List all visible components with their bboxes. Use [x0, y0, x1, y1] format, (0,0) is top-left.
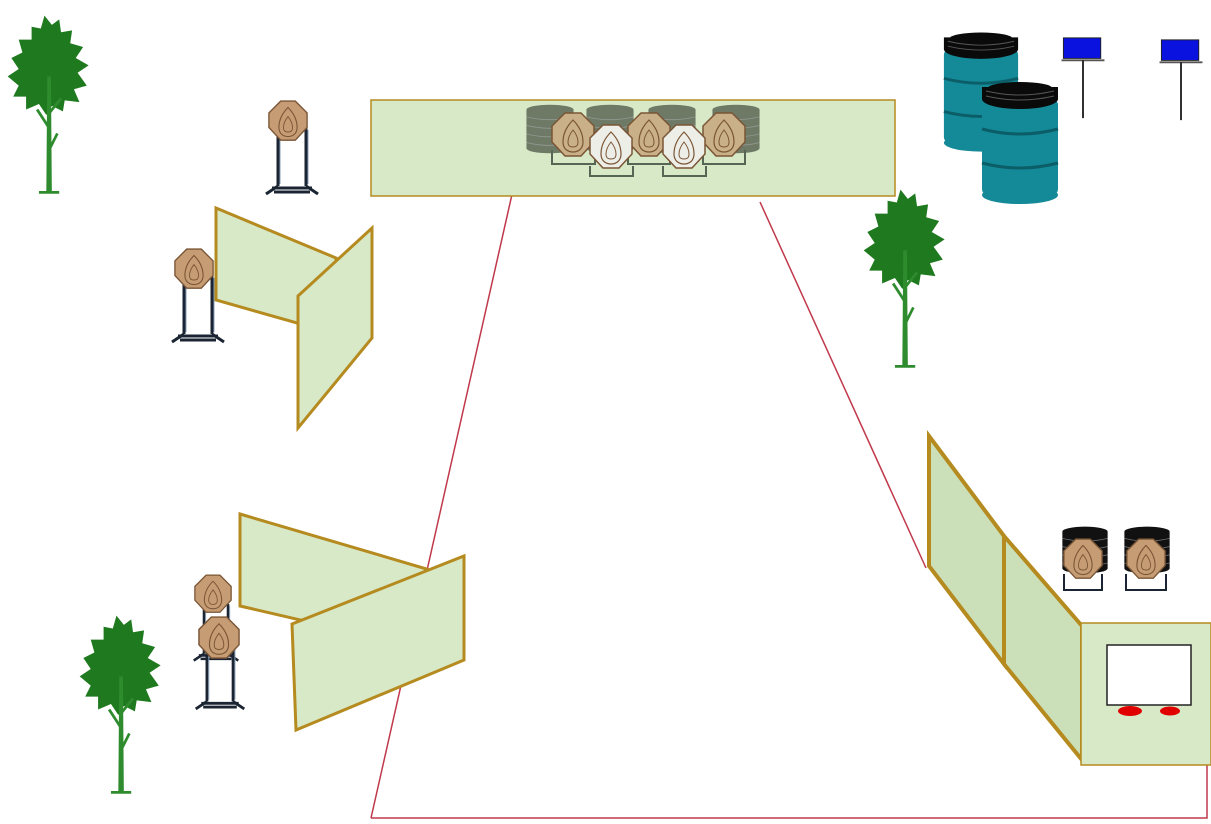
left-fault-line	[370, 189, 514, 819]
flag-icon	[1158, 38, 1204, 122]
steel-target-icon	[551, 112, 595, 157]
steel-target-icon	[1063, 538, 1103, 579]
no-shoot-target-icon	[589, 124, 633, 169]
steel-target-icon	[1126, 538, 1166, 579]
steel-target-icon	[174, 248, 214, 289]
start-marker-left	[1118, 706, 1142, 716]
no-shoot-target-icon	[662, 124, 706, 169]
wall-panel-left-upper-b	[296, 224, 374, 433]
right-fault-line	[759, 201, 927, 569]
flag-icon	[1060, 36, 1106, 120]
start-marker-right	[1160, 706, 1180, 716]
steel-target-icon	[194, 574, 232, 613]
bottom-fault-line	[371, 765, 1208, 819]
steel-target-icon	[268, 100, 308, 141]
steel-target-icon	[702, 112, 746, 157]
start-table	[1106, 644, 1192, 706]
wall-panel-left-lower-b	[290, 553, 466, 733]
right-tire-targets	[1061, 526, 1171, 591]
barrel-icon	[980, 82, 1060, 206]
tree-icon-right	[862, 188, 947, 368]
wall-panel-right-a	[927, 430, 1006, 670]
fault-lines	[370, 189, 1208, 819]
tree-icon-bottom-left	[78, 614, 163, 794]
tree-icon-top-left	[6, 14, 91, 194]
steel-target-icon	[198, 616, 240, 659]
back-tire-array	[525, 104, 761, 177]
